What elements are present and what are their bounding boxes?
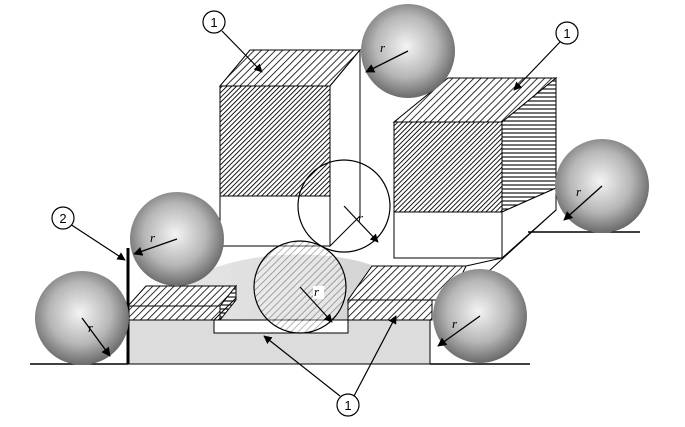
callout-number: 1	[563, 26, 570, 41]
callout-1-top-right: 1	[513, 21, 579, 91]
callout-number: 1	[210, 15, 217, 30]
ground-lines	[30, 231, 640, 365]
radius-label: r	[576, 184, 582, 199]
callout-1-top-left: 1	[202, 10, 263, 73]
callout-number: 2	[59, 211, 66, 226]
radius-label: r	[88, 320, 94, 335]
radius-label: r	[452, 316, 458, 331]
radius-label: r	[314, 284, 320, 299]
left-tall-column	[218, 48, 362, 248]
ball-top-center: r	[361, 4, 455, 98]
ball-upper-left: r	[130, 192, 224, 286]
radius-label: r	[358, 210, 364, 225]
radius-label: r	[150, 230, 156, 245]
probe-circle-upper: r	[297, 159, 391, 253]
callout-1-bottom: 1	[263, 315, 397, 417]
right-tall-column	[392, 76, 558, 293]
callout-2-left: 2	[51, 206, 126, 261]
callout-number: 1	[344, 398, 351, 413]
ball-right: r	[555, 139, 649, 233]
ball-lower-right: r	[433, 269, 527, 363]
probe-circle-lower: r	[253, 240, 347, 334]
radius-label: r	[380, 40, 386, 55]
ball-lower-left: r	[35, 271, 129, 365]
left-step-block	[126, 284, 238, 322]
